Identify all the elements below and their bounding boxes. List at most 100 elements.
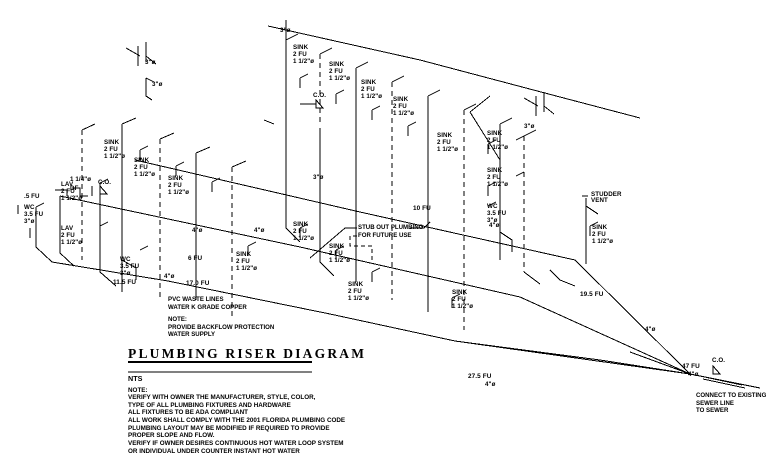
diag-right-top <box>469 95 491 113</box>
label-fixture-sink-7-fu: 2 FU <box>361 86 375 93</box>
label-cleanout-left: C.O. <box>98 179 112 186</box>
diag-right-lead <box>469 111 501 161</box>
trap-wc-left-2 <box>139 245 149 251</box>
vent-header-diagonal <box>267 25 641 119</box>
trap-sink-c3 <box>371 105 381 120</box>
trap-df <box>55 189 68 196</box>
label-fixture-sink-5-name: SINK <box>293 44 309 51</box>
trap-wc-left-1 <box>35 202 45 208</box>
label-size-df: 1 1/4"ø <box>70 176 92 183</box>
drawing-scale: NTS <box>128 374 143 383</box>
label-fixture-sink-5-fu: 2 FU <box>293 51 307 58</box>
label-fixture-sink-10-fu: 2 FU <box>329 250 343 257</box>
label-run-fu-27-5: 27.5 FU <box>468 373 492 380</box>
label-sink-right-lower-name: SINK <box>487 167 503 174</box>
label-fixture-sink-1-fu: 2 FU <box>104 146 118 153</box>
elbow-center-5 <box>427 89 441 97</box>
vent-break-slash-left <box>125 47 157 65</box>
label-fixture-sink-11-name: SINK <box>348 281 364 288</box>
elbow-left-d <box>195 146 211 154</box>
trap-sink-left-4 <box>247 241 257 256</box>
stub-leader-3 <box>410 221 431 229</box>
label-fixture-sink-11-size: 1 1/2"ø <box>348 295 370 302</box>
branch-df <box>72 187 88 197</box>
elbow-center-2 <box>319 47 333 55</box>
lower-branch-right <box>454 340 691 375</box>
label-sink-right-upper-name: SINK <box>487 130 503 137</box>
label-fixture-sink-6-name: SINK <box>329 61 345 68</box>
elbow-left-b <box>121 117 137 125</box>
elbow-left-c <box>159 132 175 140</box>
trap-sink-c5 <box>299 223 309 238</box>
note-stub-out: STUB OUT PLUMBING FOR FUTURE USE <box>358 224 424 239</box>
stub-leader-1 <box>309 227 357 259</box>
tick-center <box>263 119 275 125</box>
label-pipe-size-g: 4"ø <box>688 371 699 378</box>
main-waste-back <box>59 195 691 375</box>
label-run-fu-19-5: 19.5 FU <box>580 291 604 298</box>
vent-elbow-left-a <box>81 123 96 131</box>
vent-break-right <box>535 92 545 116</box>
label-fixture-wc-left-1-fu: 3.5 FU <box>24 211 44 218</box>
vent-break-left <box>137 42 147 66</box>
trap-sink-left-3 <box>211 177 221 192</box>
drawing-title: PLUMBING RISER DIAGRAM <box>128 346 367 361</box>
label-sink-right-upper-fu: 2 FU <box>487 137 501 144</box>
elbow-right-1 <box>499 117 513 125</box>
stub-leader-2 <box>349 235 373 260</box>
vent-break-slash-right <box>523 97 555 115</box>
riser-wc-left-1 <box>35 207 53 263</box>
label-fixture-wc-right-name: WC <box>487 203 498 210</box>
label-pipe-size-f: 4"ø <box>485 381 496 388</box>
elbow-center-4 <box>391 75 405 83</box>
note-backflow: NOTE: PROVIDE BACKFLOW PROTECTION WATER … <box>168 316 275 339</box>
label-fixture-sink-9-fu: 2 FU <box>293 228 307 235</box>
label-fixture-wc-left-2-fu: 3.5 FU <box>120 263 140 270</box>
elbow-center-6 <box>463 103 477 111</box>
riser-sink-center-1 <box>285 40 301 243</box>
label-fixture-sink-5-size: 1 1/2"ø <box>293 58 315 65</box>
label-fixture-sink-8-name: SINK <box>393 96 409 103</box>
label-fixture-sink-12-fu: 2 FU <box>452 296 466 303</box>
label-fixture-sink-4-size: 1 1/2"ø <box>236 265 258 272</box>
trap-wc-right <box>487 201 497 207</box>
label-pipe-size-c: 4"ø <box>254 227 265 234</box>
label-fixture-sink-7-name: SINK <box>361 79 377 86</box>
main-waste-upper <box>134 159 691 375</box>
label-sink-right-lower-fu: 2 FU <box>487 174 501 181</box>
label-fixture-sink-13-fu: 2 FU <box>437 139 451 146</box>
trap-lav-left-2 <box>99 221 109 227</box>
trap-lav-left-1 <box>99 178 109 184</box>
label-vent-2-size: 3"ø <box>280 27 291 34</box>
trap-sink-c1 <box>299 73 309 88</box>
label-fixture-sink-1-name: SINK <box>104 139 120 146</box>
branch-wc-left-2 <box>121 259 137 280</box>
elbow-center-3 <box>355 61 369 69</box>
label-fixture-wc-right-size: 3"ø <box>487 217 498 224</box>
label-fixture-sink-3-size: 1 1/2"ø <box>168 189 190 196</box>
label-fixture-sink-13-size: 1 1/2"ø <box>437 146 459 153</box>
label-fixture-lav-left-2-size: 1 1/2"ø <box>61 239 83 246</box>
label-fixture-sink-7-size: 1 1/2"ø <box>361 93 383 100</box>
trap-sink-c2 <box>335 89 345 104</box>
main-waste-front <box>51 261 691 375</box>
label-fixture-lav-left-1-name: LAV <box>61 181 74 188</box>
vent-riser-left <box>145 78 153 101</box>
label-fixture-sink-9-size: 1 1/2"ø <box>293 235 315 242</box>
label-fixture-sink-11-fu: 2 FU <box>348 288 362 295</box>
label-fixture-lav-left-1-fu: 2 FU <box>61 188 75 195</box>
trap-sink-r1 <box>487 139 497 154</box>
elbow-left-e <box>231 160 247 168</box>
label-fixture-sink-studder-fu: 2 FU <box>592 231 606 238</box>
label-fixture-wc-left-1-size: 3"ø <box>24 218 35 225</box>
label-fixture-lav-left-2-name: LAV <box>61 225 74 232</box>
right-drop <box>549 269 576 287</box>
label-fixture-sink-10-name: SINK <box>329 243 345 250</box>
label-fixture-sink-10-size: 1 1/2"ø <box>329 257 351 264</box>
label-fixture-sink-2-name: SINK <box>134 157 150 164</box>
cleanout-symbol-left <box>99 184 109 195</box>
label-vent-4-size: 3"ø <box>524 123 535 130</box>
riser-lav-left-1 <box>99 183 117 287</box>
label-sink-right-lower-size: 1 1/2"ø <box>487 181 509 188</box>
label-fixture-sink-8-fu: 2 FU <box>393 103 407 110</box>
